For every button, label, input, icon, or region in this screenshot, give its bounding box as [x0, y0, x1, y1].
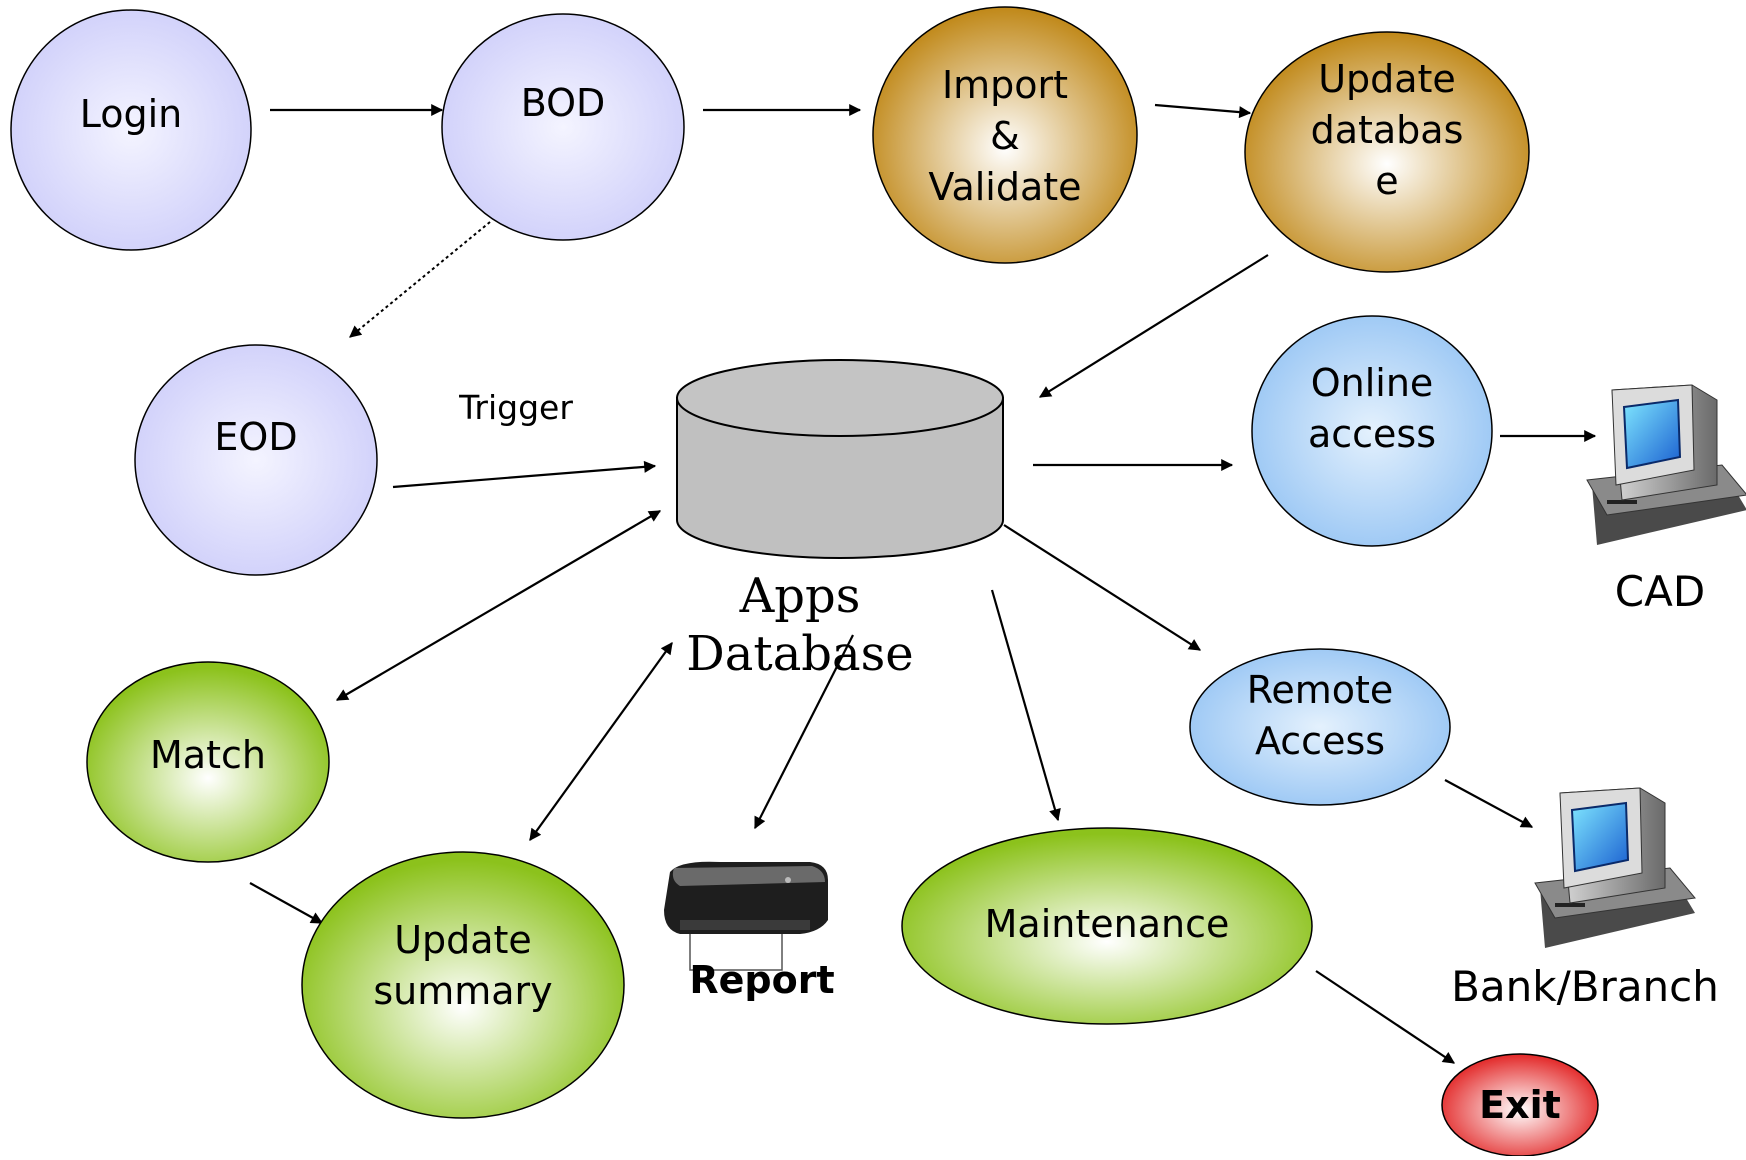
- eod-label: EOD: [214, 415, 298, 459]
- arrow-update-database-to-apps-database: [1038, 254, 1269, 398]
- arrow-apps-database-to-remote-access: [1003, 524, 1202, 651]
- trigger-label: Trigger: [459, 388, 573, 427]
- update-summary-node: [301, 851, 625, 1119]
- arrow-apps-database-to-maintenance: [990, 589, 1061, 822]
- bank-branch-label: Bank/Branch: [1451, 962, 1719, 1011]
- remote-access-label: Remote Access: [1246, 668, 1394, 763]
- arrow-import-to-update-database: [1154, 103, 1252, 119]
- update-summary-label: Update summary: [373, 918, 553, 1013]
- arrow-apps-database-match-bidirectional: [335, 510, 662, 701]
- printer-icon: [664, 861, 828, 971]
- bank-branch-computer-icon: [1534, 787, 1696, 948]
- login-label: Login: [79, 92, 183, 136]
- login-node: [10, 9, 252, 251]
- maintenance-label: Maintenance: [984, 902, 1230, 946]
- cad-computer-icon: [1586, 384, 1746, 545]
- report-label: Report: [689, 958, 835, 1002]
- arrow-maintenance-to-exit: [1315, 970, 1455, 1064]
- remote-access-node: [1189, 648, 1451, 806]
- update-database-node: [1244, 31, 1530, 273]
- arrow-apps-database-update-summary-bidirectional: [529, 642, 673, 841]
- import-validate-node: [872, 6, 1138, 264]
- eod-node: [134, 344, 378, 576]
- online-access-label: Online access: [1307, 361, 1437, 456]
- arrow-eod-to-apps-database: [392, 460, 657, 489]
- arrow-apps-database-to-report: [754, 634, 854, 830]
- match-label: Match: [150, 733, 266, 777]
- bod-label: BOD: [520, 81, 606, 125]
- import-validate-label: Import & Validate: [928, 63, 1082, 209]
- exit-label[interactable]: Exit: [1479, 1083, 1561, 1127]
- arrow-bod-to-eod-dotted: [349, 221, 491, 338]
- arrow-remote-access-to-bank-branch: [1444, 779, 1534, 828]
- arrow-match-to-update-summary: [249, 882, 324, 924]
- maintenance-node: [901, 827, 1313, 1025]
- apps-database-label: Apps Database: [686, 568, 914, 682]
- online-access-node: [1251, 315, 1493, 547]
- bod-node: [441, 13, 685, 241]
- match-node: [86, 661, 330, 863]
- apps-database-cylinder: [676, 359, 1004, 559]
- update-database-label: Update databas e: [1310, 57, 1464, 203]
- cad-label: CAD: [1614, 567, 1706, 616]
